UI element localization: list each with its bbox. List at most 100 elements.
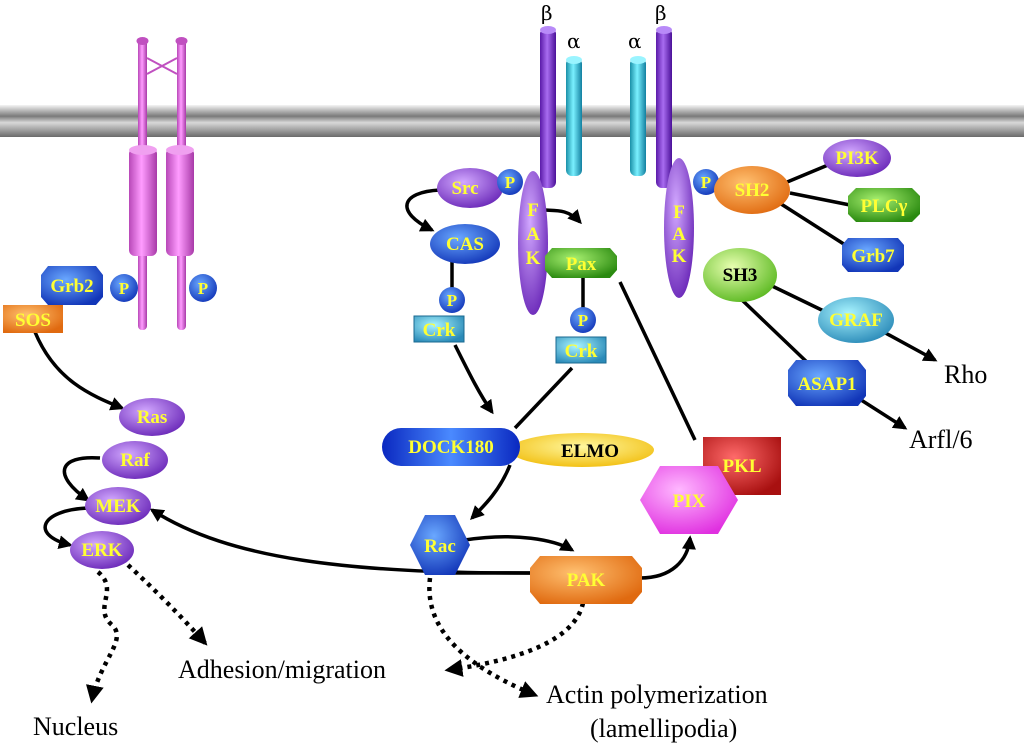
beta-right-label: β	[655, 1, 667, 25]
ras-node: Ras	[119, 398, 185, 436]
p-receptor-right: P	[189, 274, 217, 302]
actin-polymerization-label: Actin polymerization	[546, 680, 768, 709]
raf-node: Raf	[102, 441, 168, 479]
svg-text:CAS: CAS	[446, 234, 484, 255]
arrow-rac-actin	[427, 577, 539, 698]
dock180-node: DOCK180	[382, 428, 520, 466]
link-sh2-grb7	[777, 200, 851, 250]
svg-text:P: P	[198, 279, 208, 298]
svg-text:ERK: ERK	[81, 540, 122, 561]
alpha-integrin-left	[566, 56, 582, 176]
p-cas: P	[439, 287, 465, 313]
p-pax: P	[570, 307, 596, 333]
svg-text:PKL: PKL	[722, 456, 761, 477]
arrow-dock-rac	[470, 464, 512, 520]
svg-text:PI3K: PI3K	[835, 148, 879, 169]
svg-text:P: P	[505, 173, 515, 192]
crk-left-node: Crk	[413, 315, 465, 343]
arrow-raf-mek	[62, 455, 101, 502]
arrow-pak-adhesion	[444, 602, 586, 677]
link-sh2-pi3k	[779, 163, 829, 187]
svg-text:Crk: Crk	[423, 320, 456, 341]
svg-text:P: P	[447, 291, 457, 310]
svg-text:SH3: SH3	[723, 265, 758, 286]
svg-text:MEK: MEK	[95, 496, 141, 517]
svg-text:A: A	[526, 224, 540, 245]
svg-text:PAK: PAK	[567, 570, 606, 591]
crk-right-node: Crk	[555, 336, 607, 364]
arrow-graf-rho	[879, 328, 938, 362]
svg-text:ASAP1: ASAP1	[797, 374, 856, 395]
arf-label: Arfl/6	[909, 425, 973, 454]
svg-text:PLCγ: PLCγ	[861, 196, 908, 217]
svg-text:Rac: Rac	[424, 536, 456, 557]
arrow-src-cas	[405, 188, 441, 232]
link-pax-pkl	[618, 281, 697, 441]
rac-node: Rac	[410, 515, 470, 575]
plcg-node: PLCγ	[848, 188, 920, 222]
cas-node: CAS	[430, 224, 500, 264]
alpha-right-label: α	[628, 29, 642, 53]
asap1-node: ASAP1	[788, 360, 866, 406]
p-fak-right: P	[693, 169, 719, 195]
arrow-rac-pak	[464, 534, 575, 552]
p-src: P	[497, 169, 523, 195]
svg-text:ELMO: ELMO	[561, 441, 619, 462]
svg-text:GRAF: GRAF	[829, 310, 883, 331]
svg-text:P: P	[119, 279, 129, 298]
pix-node: PIX	[640, 466, 738, 534]
svg-text:Raf: Raf	[120, 450, 150, 471]
link-sh3-graf	[769, 283, 833, 317]
pak-node: PAK	[530, 556, 642, 604]
svg-text:Src: Src	[451, 178, 478, 199]
grb7-node: Grb7	[842, 238, 904, 272]
lamellipodia-label: (lamellipodia)	[590, 714, 737, 743]
alpha-integrin-right	[630, 56, 646, 176]
arrow-asap1-arf	[857, 396, 908, 430]
arrow-pak-mek	[149, 508, 531, 575]
svg-text:DOCK180: DOCK180	[408, 437, 494, 458]
svg-text:P: P	[578, 311, 588, 330]
link-sh2-plcg	[789, 191, 851, 207]
adhesion-migration-label: Adhesion/migration	[178, 655, 386, 684]
arrow-crk-dock180	[453, 344, 494, 415]
arrow-erk-adhesion	[126, 563, 208, 646]
arrow-erk-nucleus	[86, 570, 120, 704]
elmo-node: ELMO	[510, 433, 654, 467]
beta-integrin-left	[540, 26, 556, 188]
fak-left-node: F A K	[518, 171, 548, 315]
svg-text:SOS: SOS	[15, 310, 51, 331]
svg-text:Crk: Crk	[565, 341, 598, 362]
svg-text:A: A	[672, 224, 686, 245]
alpha-left-label: α	[567, 29, 581, 53]
svg-text:Grb7: Grb7	[851, 246, 895, 267]
svg-text:F: F	[673, 202, 685, 223]
rho-label: Rho	[944, 360, 987, 389]
svg-text:PIX: PIX	[673, 491, 706, 512]
sh3-node: SH3	[703, 248, 777, 302]
svg-text:K: K	[672, 246, 687, 267]
arrow-mek-erk	[43, 506, 89, 550]
arrow-sos-ras	[33, 331, 125, 411]
arrow-pak-pix	[639, 535, 696, 580]
svg-text:K: K	[526, 248, 541, 269]
erk-node: ERK	[70, 531, 134, 569]
sh2-node: SH2	[714, 166, 790, 214]
mek-node: MEK	[85, 487, 151, 525]
pi3k-node: PI3K	[823, 139, 891, 177]
svg-text:SH2: SH2	[735, 180, 770, 201]
svg-text:F: F	[527, 200, 539, 221]
beta-left-label: β	[541, 1, 553, 25]
pax-node: Pax	[545, 248, 617, 278]
src-node: Src	[437, 168, 503, 208]
svg-text:Ras: Ras	[137, 407, 168, 428]
sos-node: SOS	[3, 305, 63, 333]
svg-text:Grb2: Grb2	[50, 276, 93, 297]
receptor-tyrosine-kinase	[129, 37, 194, 330]
svg-text:Pax: Pax	[566, 254, 597, 275]
link-sh3-asap1	[740, 298, 812, 367]
grb2-node: Grb2	[41, 266, 103, 305]
p-receptor-left: P	[110, 274, 138, 302]
graf-node: GRAF	[818, 297, 894, 343]
